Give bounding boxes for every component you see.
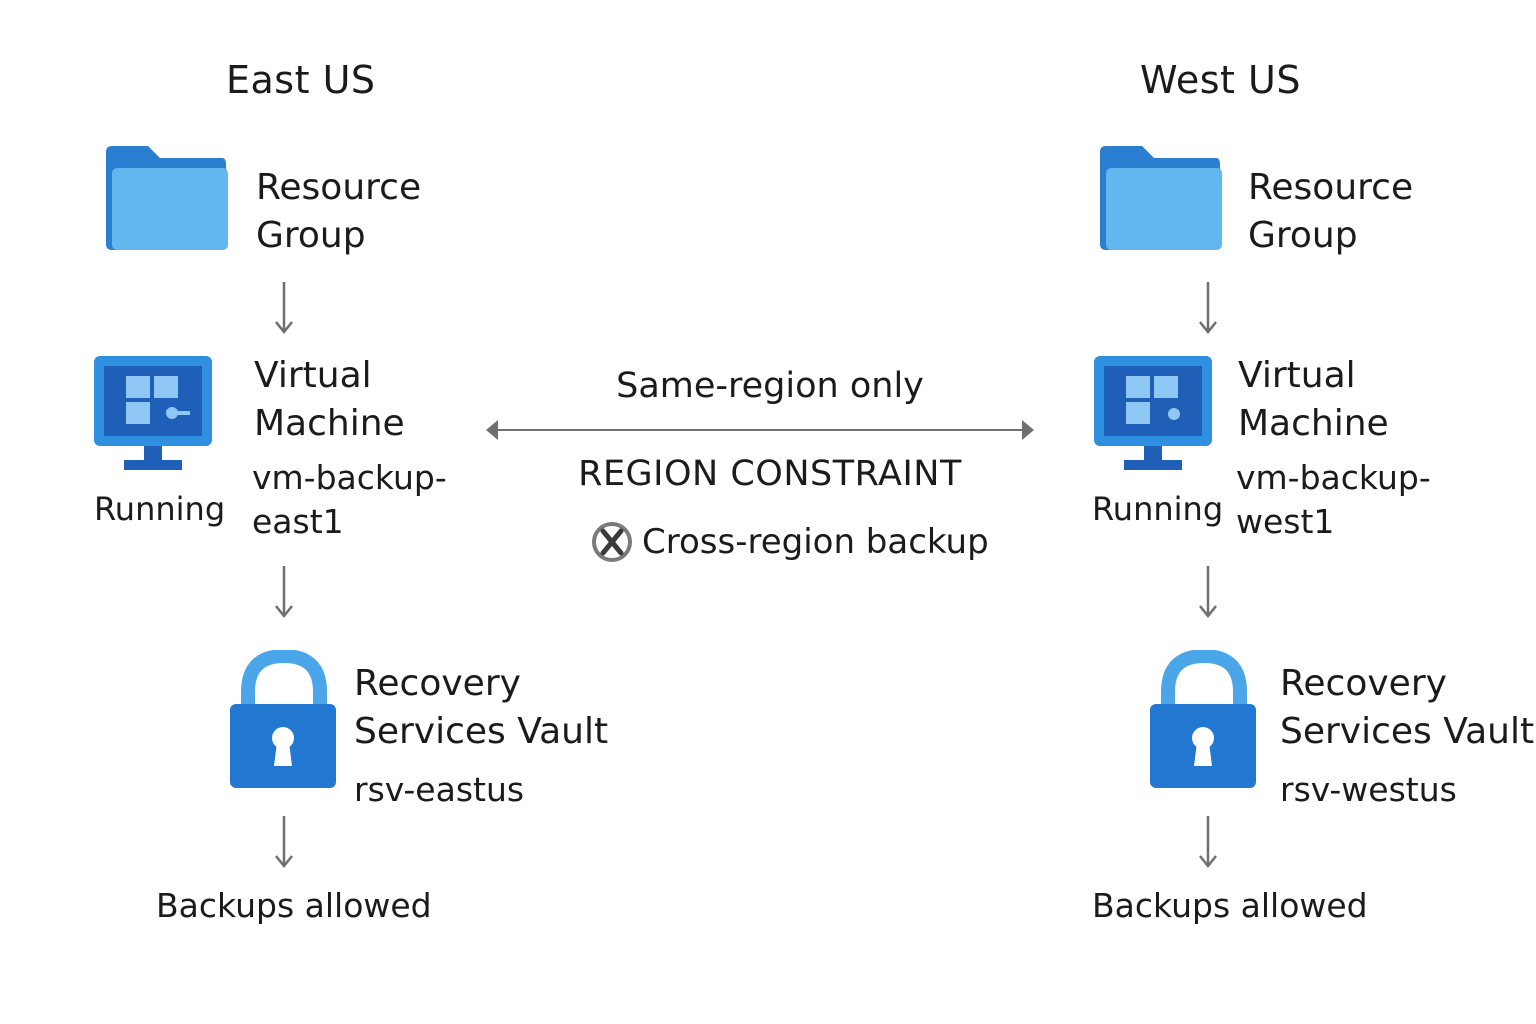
lock-icon: [1150, 650, 1258, 790]
bidirectional-arrow: [484, 416, 1036, 444]
resource-group-label-west: Resource Group: [1248, 167, 1414, 256]
region-title-west: West US: [1140, 58, 1301, 102]
arrow-down-icon: [274, 566, 294, 618]
virtual-machine-label-east: Virtual Machine: [254, 355, 405, 444]
vm-status-east: Running: [94, 490, 226, 528]
region-title-east: East US: [226, 58, 376, 102]
resource-group-label-east: Resource Group: [256, 167, 422, 256]
cross-region-row: Cross-region backup: [590, 520, 989, 564]
arrow-down-icon: [1198, 282, 1218, 334]
vm-status-west: Running: [1092, 490, 1224, 528]
arrow-down-icon: [274, 282, 294, 334]
monitor-icon: [94, 356, 214, 474]
backup-status-west: Backups allowed: [1092, 886, 1368, 925]
vault-name-east: rsv-eastus: [354, 770, 525, 809]
backup-status-east: Backups allowed: [156, 886, 432, 925]
vault-label-east: Recovery Services Vault: [354, 663, 609, 752]
same-region-label: Same-region only: [616, 366, 924, 406]
x-circle-icon: [590, 520, 634, 564]
arrow-down-icon: [1198, 816, 1218, 868]
vm-name-east: vm-backup- east1: [252, 458, 447, 541]
cross-region-label: Cross-region backup: [642, 522, 989, 562]
folder-icon: [1098, 146, 1224, 252]
folder-icon: [104, 146, 230, 252]
vault-label-west: Recovery Services Vault: [1280, 663, 1535, 752]
vault-name-west: rsv-westus: [1280, 770, 1457, 809]
vm-name-west: vm-backup- west1: [1236, 458, 1431, 541]
arrow-down-icon: [274, 816, 294, 868]
virtual-machine-label-west: Virtual Machine: [1238, 355, 1389, 444]
region-constraint-label: REGION CONSTRAINT: [578, 454, 962, 494]
lock-icon: [230, 650, 338, 790]
monitor-icon: [1094, 356, 1214, 474]
arrow-down-icon: [1198, 566, 1218, 618]
